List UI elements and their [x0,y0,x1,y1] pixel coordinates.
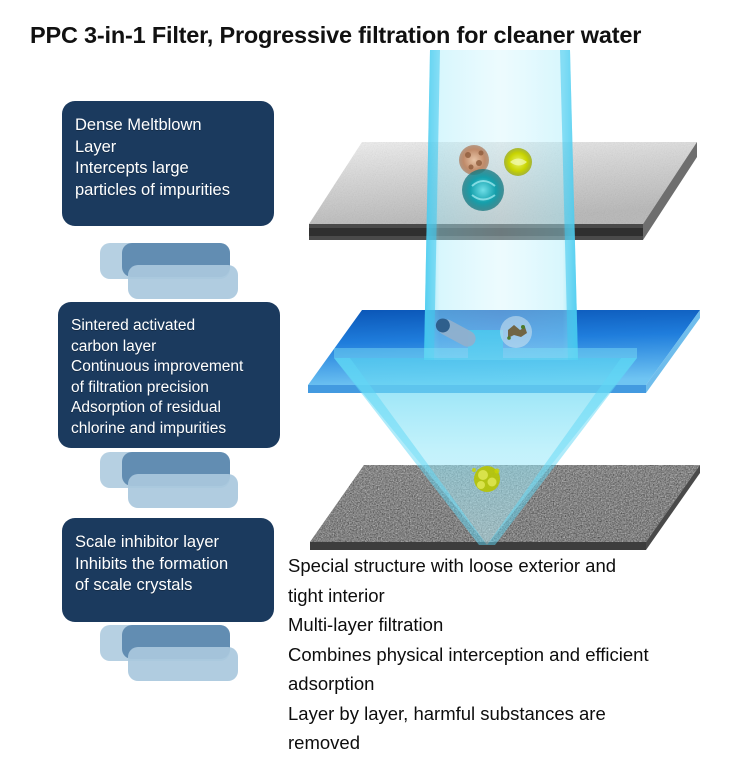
summary-line: adsorption [288,673,375,694]
callout-line: Intercepts large [75,159,189,177]
callout-sintered-activated-carbon-layer[interactable]: Sintered activated carbon layer Continuo… [58,302,280,448]
particle-rod-blue [435,318,476,347]
particle-group-layer2 [435,316,532,348]
page-title: PPC 3-in-1 Filter, Progressive filtratio… [30,22,642,48]
callout-line: Dense Meltblown [75,116,202,134]
callout-line: Adsorption of residual [71,399,221,416]
callout-line: Scale inhibitor layer [75,533,219,551]
particle-group-layer1 [459,145,532,211]
callout-line: Continuous improvement [71,358,244,375]
water-stream-column [424,50,578,360]
summary-line: Layer by layer, harmful substances are [288,702,606,724]
downward-flow-arrow [334,330,637,545]
connector-2 [100,452,252,514]
callout-line: chlorine and impurities [71,419,227,437]
callout-scale-inhibitor-layer[interactable]: Scale inhibitor layer Inhibits the forma… [62,518,274,622]
callout-line: Sintered activated [71,317,196,334]
summary-line: removed [288,732,360,753]
summary-line: tight interior [288,584,385,606]
summary-line: Combines physical interception and effic… [288,643,649,665]
connector-1 [100,243,252,305]
connector-3 [100,625,252,687]
connector-lower-plate [128,647,238,681]
particle-teal [462,169,504,211]
callout-line: Layer [75,137,117,156]
callout-line: particles of impurities [75,180,230,199]
callout-line: Inhibits the formation [75,554,229,573]
summary-line: Multi-layer filtration [288,614,444,635]
callout-line: of filtration precision [71,378,209,396]
summary-line: Special structure with loose exterior an… [288,555,617,576]
connector-lower-plate [128,265,238,299]
particle-group-layer3 [472,466,500,492]
callout-dense-meltblown-layer[interactable]: Dense Meltblown Layer Intercepts large p… [62,101,274,226]
callout-line: carbon layer [71,337,157,355]
feature-summary-text: Special structure with loose exterior an… [288,551,740,758]
callout-line: of scale crystals [75,576,193,594]
connector-lower-plate [128,474,238,508]
